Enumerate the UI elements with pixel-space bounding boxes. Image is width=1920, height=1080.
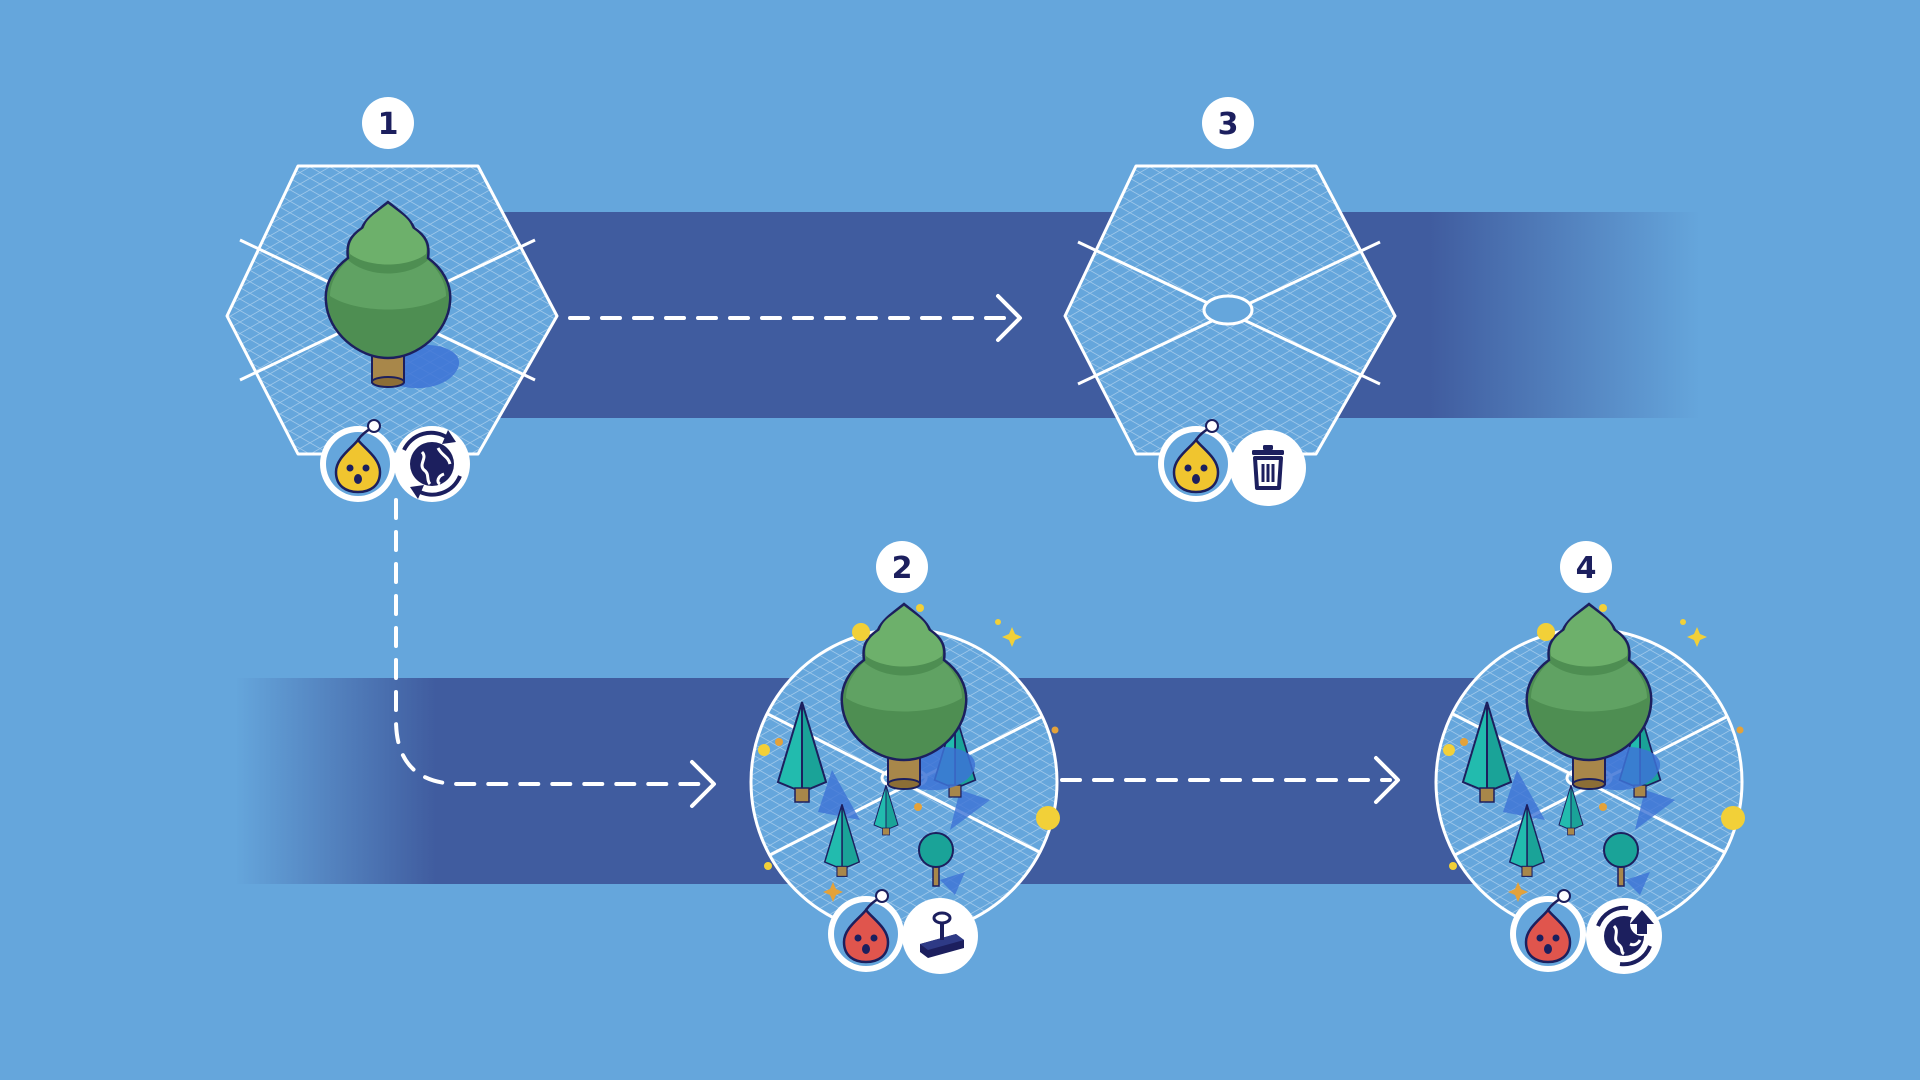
- step-4-node: [1434, 602, 1745, 937]
- world-upload-icon: [1586, 898, 1662, 974]
- connector-1-to-3: [568, 294, 1022, 342]
- trash-icon: [1230, 430, 1306, 506]
- joystick-icon: [902, 898, 978, 974]
- step-2-badge: [876, 541, 928, 593]
- step-3-badge: [1202, 97, 1254, 149]
- step-1-node: [225, 164, 559, 456]
- step-1-badge: [362, 97, 414, 149]
- connector-2-to-4: [1060, 756, 1400, 804]
- step-2-number: 2: [892, 551, 913, 586]
- step-2-node: [749, 602, 1060, 937]
- connector-1-to-2: [394, 498, 716, 808]
- step-4-number: 4: [1576, 551, 1597, 586]
- step-1-number: 1: [378, 107, 399, 142]
- round-tree-icon: [1603, 832, 1650, 895]
- world-recycle-icon: [394, 426, 470, 502]
- round-tree-icon: [918, 832, 965, 895]
- step-4-badge: [1560, 541, 1612, 593]
- step-3-number: 3: [1218, 107, 1239, 142]
- step-3-node: [1063, 164, 1397, 456]
